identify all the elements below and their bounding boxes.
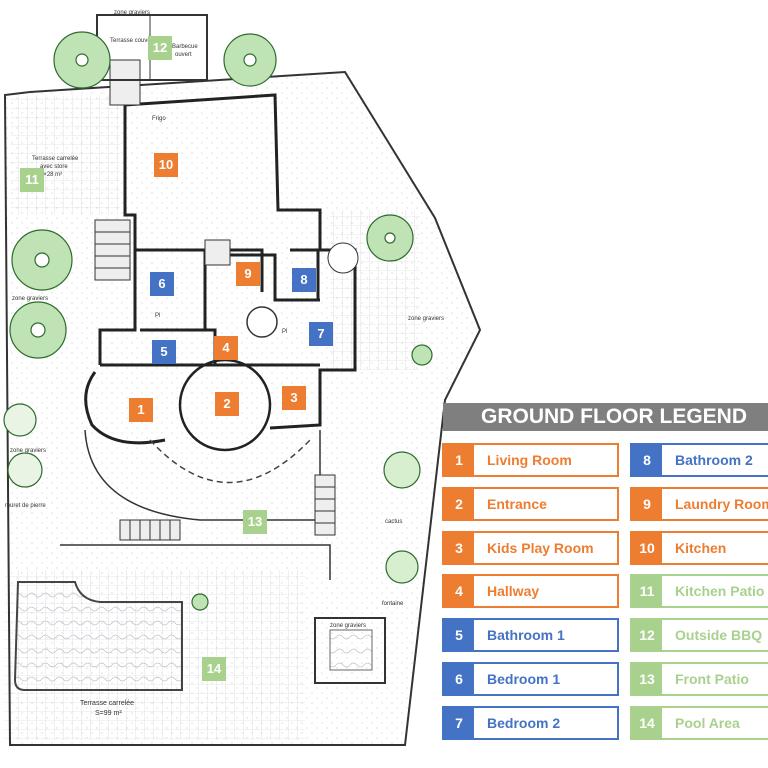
swimming-pool	[13, 581, 183, 691]
label-avec-store: avec store	[40, 164, 68, 170]
room-marker-9: 9	[236, 262, 260, 286]
legend-item-1: 1 Living Room	[442, 443, 619, 477]
legend-label: Kids Play Room	[487, 540, 594, 556]
room-marker-2: 2	[215, 392, 239, 416]
room-marker-4: 4	[214, 336, 238, 360]
room-marker-7: 7	[309, 322, 333, 346]
legend-label: Bedroom 2	[487, 715, 561, 731]
spiral-staircase	[327, 242, 359, 274]
legend-number: 9	[632, 489, 662, 519]
room-marker-12: 12	[148, 36, 172, 60]
legend-number: 10	[632, 533, 662, 563]
legend-label: Front Patio	[675, 671, 749, 687]
legend-item-13: 13 Front Patio	[630, 662, 768, 696]
room-marker-1: 1	[129, 398, 153, 422]
legend-number: 5	[444, 620, 474, 650]
label-muret: muret de pierre	[5, 503, 46, 509]
legend-item-9: 9 Laundry Room	[630, 487, 768, 521]
room-marker-13: 13	[243, 510, 267, 534]
room-marker-6: 6	[150, 272, 174, 296]
label-zone-graviers-west: zone graviers	[12, 296, 48, 302]
legend-title: GROUND FLOOR LEGEND	[443, 403, 768, 431]
label-cactus: cactus	[385, 519, 402, 525]
label-pl-2: Pl	[282, 329, 287, 335]
label-frigo: Frigo	[152, 116, 166, 122]
front-patio-outline	[84, 429, 321, 521]
legend-item-11: 11 Kitchen Patio	[630, 574, 768, 608]
room-marker-3: 3	[282, 386, 306, 410]
legend-label: Hallway	[487, 583, 540, 599]
room-marker-11: 11	[20, 168, 44, 192]
trees	[3, 31, 433, 611]
legend-item-4: 4 Hallway	[442, 574, 619, 608]
legend-item-5: 5 Bathroom 1	[442, 618, 619, 652]
legend-item-7: 7 Bedroom 2	[442, 706, 619, 740]
legend-number: 11	[632, 576, 662, 606]
stairs	[94, 59, 336, 541]
spiral-staircase-2	[246, 306, 278, 338]
legend-label: Bathroom 2	[675, 452, 753, 468]
legend-number: 12	[632, 620, 662, 650]
label-zone-graviers-east: zone graviers	[408, 316, 444, 322]
label-zone-graviers-top: zone graviers	[114, 10, 150, 16]
legend-label: Entrance	[487, 496, 547, 512]
label-zone-graviers-sw: zone graviers	[10, 448, 46, 454]
legend-number: 8	[632, 445, 662, 475]
room-marker-5: 5	[152, 340, 176, 364]
house-walls	[84, 93, 357, 445]
legend-label: Laundry Room	[675, 496, 768, 512]
label-zone-graviers-planter: zone graviers	[330, 623, 366, 629]
label-terrasse-store: Terrasse carrelée	[32, 156, 79, 162]
legend-item-12: 12 Outside BBQ	[630, 618, 768, 652]
legend-item-6: 6 Bedroom 1	[442, 662, 619, 696]
legend-number: 6	[444, 664, 474, 694]
legend-label: Pool Area	[675, 715, 740, 731]
legend-label: Outside BBQ	[675, 627, 763, 643]
label-terrasse-couverte: Terrasse couverte	[110, 38, 158, 44]
legend-number: 7	[444, 708, 474, 738]
legend-item-10: 10 Kitchen	[630, 531, 768, 565]
legend-item-8: 8 Bathroom 2	[630, 443, 768, 477]
label-area-9-28: 9×28 m²	[40, 172, 62, 178]
legend-number: 2	[444, 489, 474, 519]
label-pl-1: Pl	[155, 313, 160, 319]
room-marker-10: 10	[154, 153, 178, 177]
label-terrasse-carrelee: Terrasse carrelée	[80, 700, 134, 707]
planter	[314, 617, 386, 684]
legend-item-14: 14 Pool Area	[630, 706, 768, 740]
label-fontaine: fontaine	[382, 601, 404, 607]
entrance-rotunda	[178, 358, 272, 452]
legend-number: 14	[632, 708, 662, 738]
legend-number: 1	[444, 445, 474, 475]
legend-label: Kitchen	[675, 540, 727, 556]
legend-item-3: 3 Kids Play Room	[442, 531, 619, 565]
room-marker-8: 8	[292, 268, 316, 292]
legend-number: 13	[632, 664, 662, 694]
legend-number: 4	[444, 576, 474, 606]
label-ouvert: ouvert	[175, 52, 192, 58]
room-marker-14: 14	[202, 657, 226, 681]
front-arc	[149, 439, 311, 484]
label-area-99: S=99 m²	[95, 710, 122, 717]
legend-label: Kitchen Patio	[675, 583, 765, 599]
legend-label: Bathroom 1	[487, 627, 565, 643]
legend-item-2: 2 Entrance	[442, 487, 619, 521]
legend-label: Bedroom 1	[487, 671, 561, 687]
legend-label: Living Room	[487, 452, 572, 468]
label-barbecue: Barbecue	[172, 44, 198, 50]
legend-number: 3	[444, 533, 474, 563]
